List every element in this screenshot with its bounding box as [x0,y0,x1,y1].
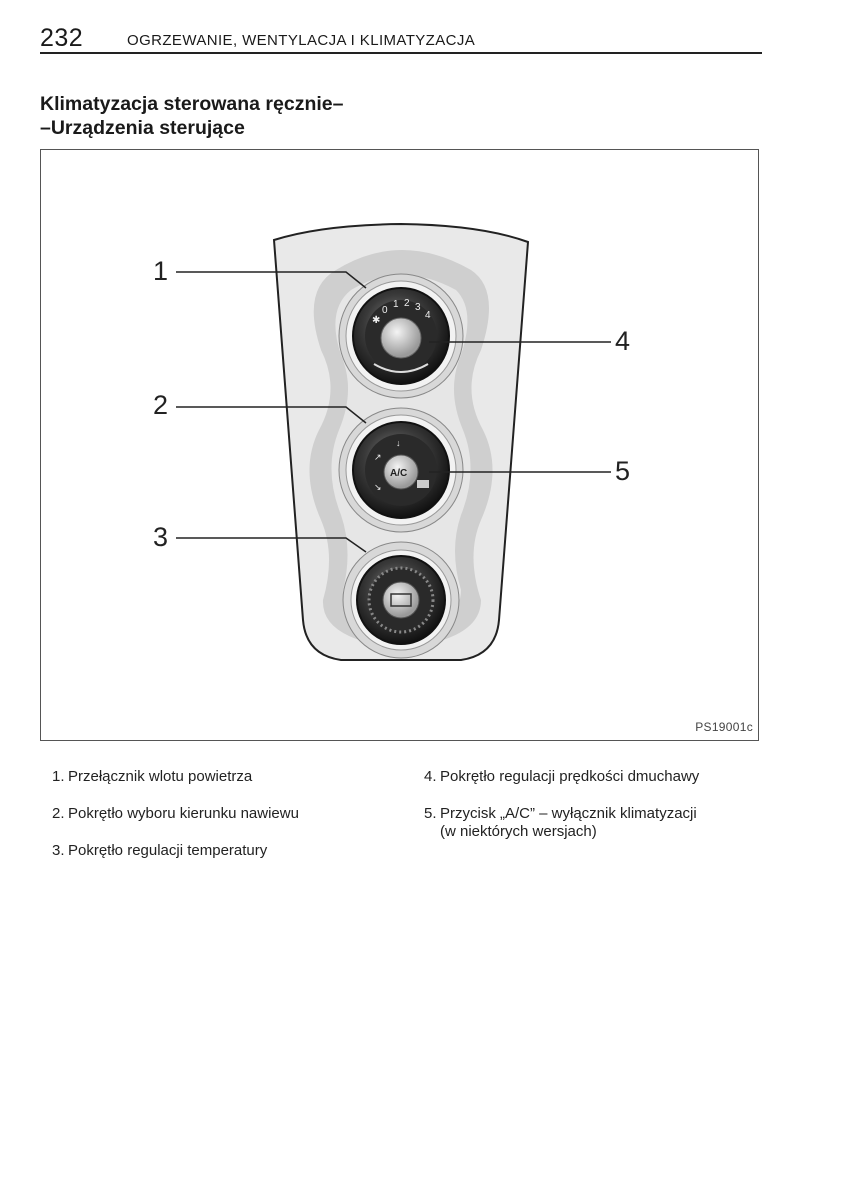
legend-item-2: 2.Pokrętło wyboru kierunku nawiewu [52,805,299,822]
knob-fan-speed[interactable]: ✱ 0 1 2 3 4 [338,273,464,399]
svg-text:↓: ↓ [396,438,401,448]
svg-text:3: 3 [415,302,421,313]
svg-text:0: 0 [382,305,388,316]
control-panel-illustration: ✱ 0 1 2 3 4 A/C ↗ ↘ ↓ [176,222,611,661]
section-title: Klimatyzacja sterowana ręcznie– –Urządze… [40,92,343,140]
legend-item-3: 3.Pokrętło regulacji temperatury [52,842,268,859]
rear-defrost-button[interactable] [382,581,420,619]
figure-code: PS19001c [695,720,753,734]
svg-text:↗: ↗ [374,452,382,462]
ac-button[interactable] [383,454,419,490]
svg-text:✱: ✱ [372,315,380,326]
svg-text:1: 1 [393,299,399,310]
svg-text:A/C: A/C [390,468,407,479]
legend-item-1: 1.Przełącznik wlotu powietrza [52,768,253,785]
svg-text:↘: ↘ [374,482,382,492]
page-header: 232 OGRZEWANIE, WENTYLACJA I KLIMATYZACJ… [40,24,762,54]
control-panel-figure: ✱ 0 1 2 3 4 A/C ↗ ↘ ↓ [40,149,759,741]
callout-1: 1 [153,256,169,286]
page-number: 232 [40,24,84,52]
section-title-line-2: –Urządzenia sterujące [40,117,245,139]
svg-text:4: 4 [425,310,431,321]
knob-temperature[interactable] [342,541,460,659]
section-title-line-1: Klimatyzacja sterowana ręcznie– [40,93,344,115]
callout-2: 2 [153,390,169,420]
legend-item-5: 5.Przycisk „A/C” – wyłącznik klimatyzacj… [424,805,697,840]
callout-5: 5 [615,456,631,486]
chapter-title: OGRZEWANIE, WENTYLACJA I KLIMATYZACJA [127,32,476,49]
legend-item-5-continuation: (w niektórych wersjach) [440,823,597,840]
svg-text:2: 2 [404,298,410,309]
callout-3: 3 [153,522,169,552]
callout-4: 4 [615,326,631,356]
legend-item-4: 4.Pokrętło regulacji prędkości dmuchawy [424,768,700,785]
knob-air-direction[interactable]: A/C ↗ ↘ ↓ [338,407,464,533]
